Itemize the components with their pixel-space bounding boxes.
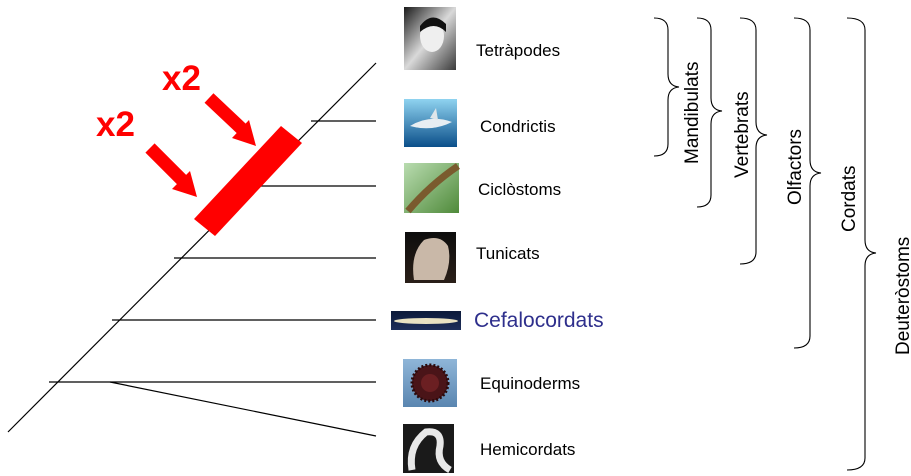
brace-cordats: [793, 17, 822, 349]
duplication-label-upper: x2: [162, 59, 201, 98]
branch-hemicordats: [109, 381, 377, 437]
lamprey-photo-icon: [404, 163, 460, 214]
taxon-label-condrictis: Condrictis: [480, 117, 556, 136]
tunicate-photo-icon: [405, 232, 456, 283]
main-stem: [7, 62, 377, 433]
taxon-labels: Tetràpodes Condrictis Ciclòstoms Tunicat…: [474, 41, 604, 459]
clade-label-olfactors: Olfactors: [785, 129, 806, 205]
brace-olfactors: [739, 17, 768, 265]
duplication-arrow-lower: [145, 143, 189, 187]
clade-label-deuterostoms: Deuteròstoms: [893, 237, 911, 355]
sea-urchin-photo-icon: [403, 359, 457, 407]
duplication-label-lower: x2: [96, 105, 135, 144]
portrait-photo-icon: [404, 7, 456, 70]
taxon-label-cefalocordats: Cefalocordats: [474, 309, 604, 332]
taxon-label-tetrapodes: Tetràpodes: [476, 41, 560, 60]
brace-mandibulats: [653, 17, 680, 157]
clade-braces: [653, 17, 877, 471]
clade-labels: Mandibulats Vertebrats Olfactors Cordats…: [682, 62, 911, 355]
taxon-label-hemicordats: Hemicordats: [480, 440, 575, 459]
duplication-arrowhead-upper: [232, 120, 256, 146]
taxon-label-ciclostoms: Ciclòstoms: [478, 180, 561, 199]
duplication-arrowhead-lower: [172, 171, 197, 197]
taxon-thumbnails: [391, 7, 461, 474]
duplication-arrow-upper: [204, 93, 249, 136]
duplication-markers: x2 x2: [96, 59, 302, 236]
shark-photo-icon: [404, 99, 457, 147]
lancelet-photo-icon: [391, 311, 461, 330]
brace-vertebrats: [696, 17, 723, 208]
acorn-worm-photo-icon: [403, 424, 454, 474]
clade-label-cordats: Cordats: [839, 165, 860, 232]
brace-deuterostoms: [846, 17, 877, 471]
duplication-bar: [194, 126, 302, 236]
clade-label-vertebrats: Vertebrats: [732, 91, 753, 178]
cladogram: [7, 62, 377, 437]
taxon-label-tunicats: Tunicats: [476, 244, 540, 263]
taxon-label-equinoderms: Equinoderms: [480, 374, 580, 393]
clade-label-mandibulats: Mandibulats: [682, 62, 703, 164]
